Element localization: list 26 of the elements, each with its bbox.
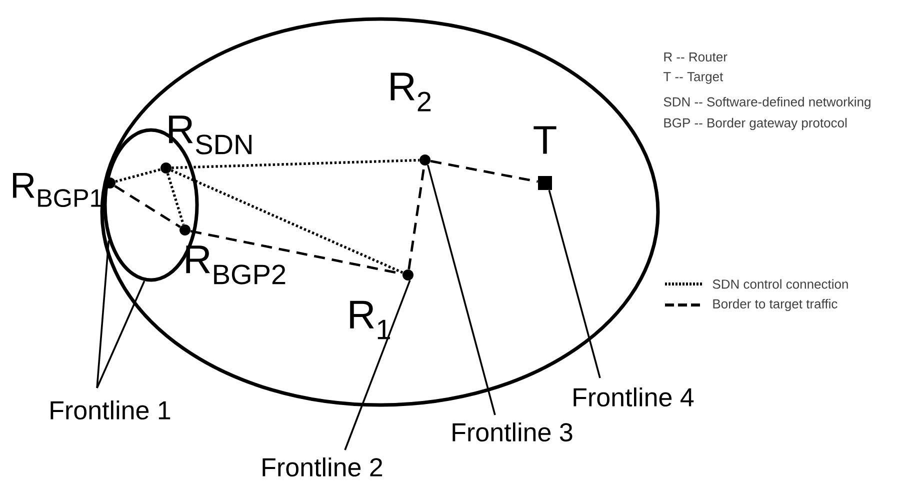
connection-line [170, 169, 404, 274]
connection-line [172, 158, 420, 170]
key-text: T -- Target [664, 72, 724, 84]
connection-line [430, 160, 538, 183]
frontline-label: Frontline 4 [574, 387, 694, 407]
leader-line [344, 280, 411, 450]
connection-line [166, 173, 185, 225]
leader-line [426, 164, 496, 416]
legend-text: Border to target traffic [713, 298, 838, 312]
leader-line [548, 190, 601, 378]
frontline-label: Frontline 3 [452, 422, 572, 442]
leader-line [96, 240, 110, 388]
frontline-label: Frontline 1 [50, 400, 170, 420]
frontline-label: Frontline 2 [262, 457, 382, 477]
legend-text: SDN control connection [712, 279, 848, 289]
connection-line [190, 230, 403, 276]
router-label: R$_{BGP1}$ [13, 172, 102, 208]
connection-line [115, 168, 161, 183]
leader-line [96, 280, 146, 388]
target-label: T [534, 126, 556, 154]
router-label: R$_{2}$ [390, 72, 431, 112]
router-label: R$_{1}$ [350, 300, 390, 340]
connection-line [114, 185, 181, 228]
key-text: R -- Router [664, 52, 728, 62]
key-text: SDN -- Software-defined networking [664, 96, 870, 110]
key-text: BGP -- Border gateway protocol [664, 118, 847, 130]
